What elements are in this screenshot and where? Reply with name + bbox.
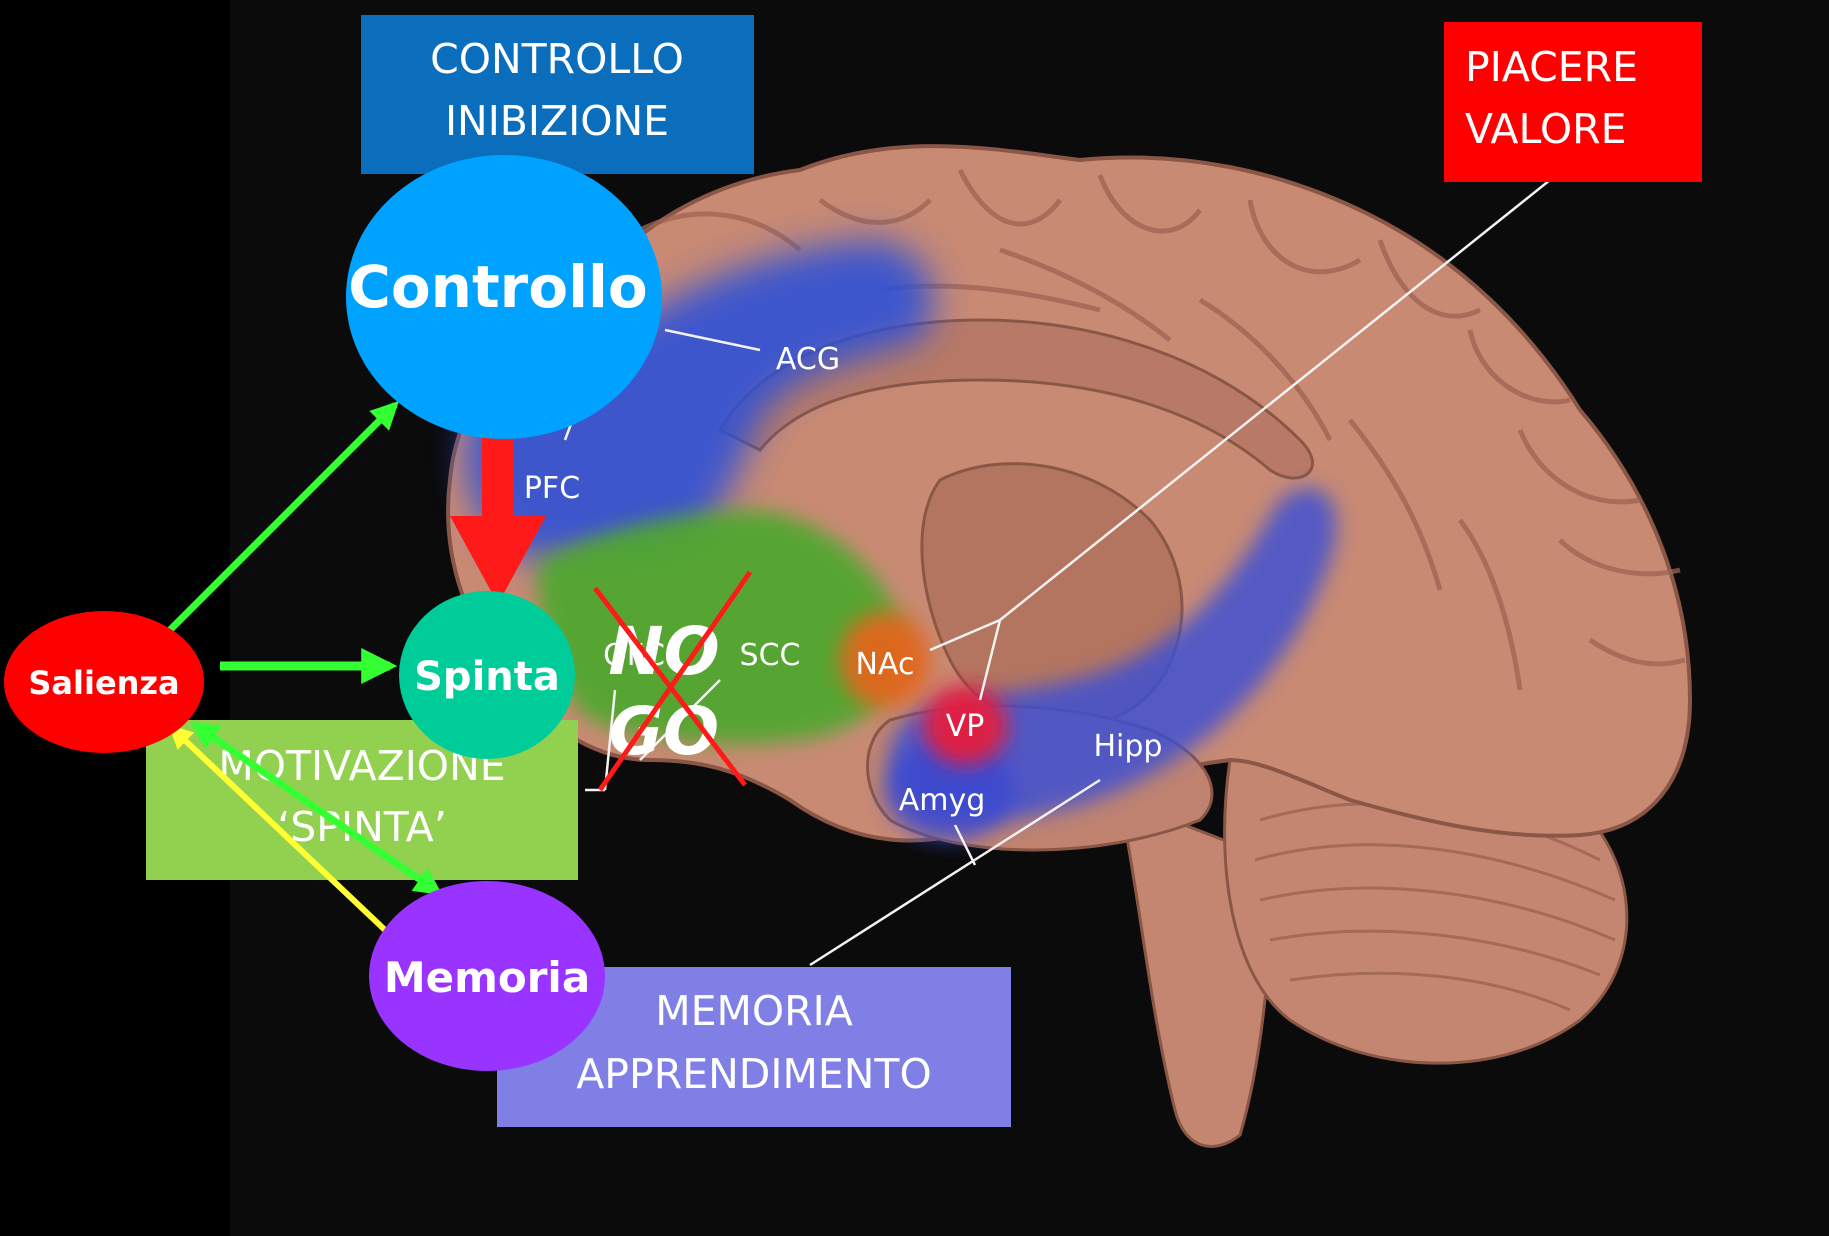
box-controllo-title: CONTROLLO [430,35,684,83]
node-controllo: Controllo [346,155,662,439]
node-salienza-label: Salienza [28,664,179,702]
box-controllo: CONTROLLO INIBIZIONE [361,15,754,174]
box-piacere-title: PIACERE [1465,43,1638,91]
box-piacere: PIACERE VALORE [1444,22,1702,182]
node-salienza: Salienza [4,611,204,753]
node-spinta-label: Spinta [414,654,560,700]
node-memoria: Memoria [369,881,605,1071]
label-acg: ACG [776,342,840,377]
arrow-controllo-spinta-shaft [482,438,514,520]
label-amyg: Amyg [899,783,986,818]
box-piacere-sub: VALORE [1465,105,1627,153]
label-hipp: Hipp [1094,729,1163,764]
box-memoria-title: MEMORIA [655,987,853,1035]
node-memoria-label: Memoria [384,953,590,1002]
node-spinta: Spinta [399,591,575,759]
label-nac: NAc [856,647,915,682]
box-memoria-sub: APPRENDIMENTO [576,1050,932,1098]
label-scc: SCC [740,638,801,673]
label-vp: VP [946,709,985,744]
node-controllo-label: Controllo [348,253,648,321]
label-pfc: PFC [524,471,580,506]
box-controllo-sub: INIBIZIONE [445,97,669,145]
